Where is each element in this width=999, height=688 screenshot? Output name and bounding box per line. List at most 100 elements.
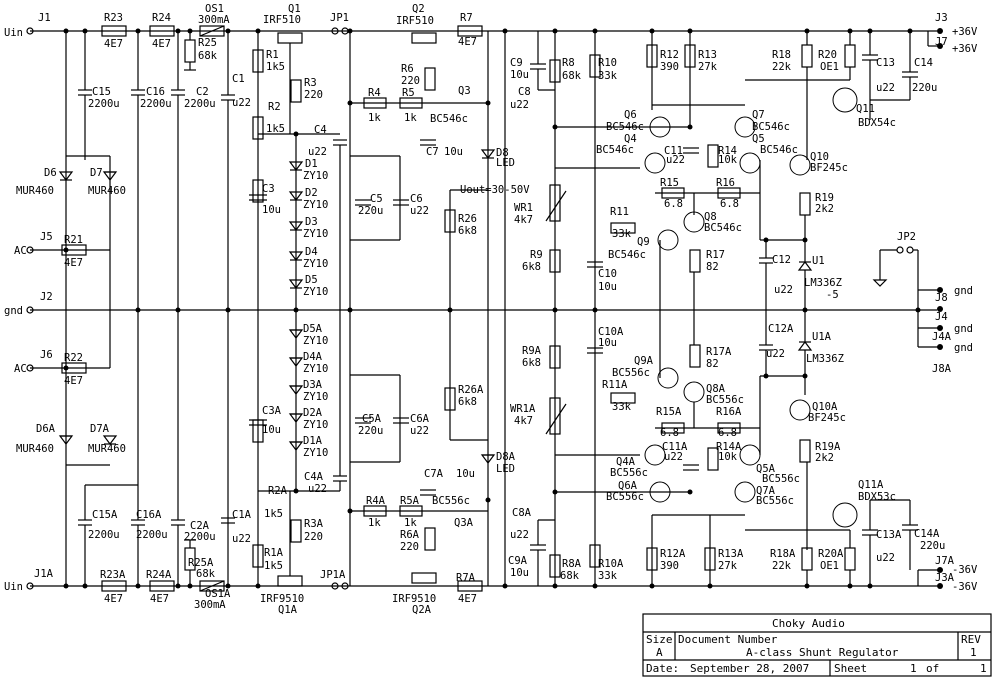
- uout-label: Uout=30-50V: [460, 184, 530, 196]
- c7-value: 10u: [444, 146, 463, 158]
- c15-value: 2200u: [88, 98, 120, 110]
- r13-label: R13: [698, 49, 717, 61]
- u1a-value: LM336Z: [806, 353, 844, 365]
- c12-label: C12: [772, 254, 791, 266]
- c2-value: 2200u: [184, 98, 216, 110]
- r8-value: 68k: [562, 70, 582, 82]
- c3-label: C3: [262, 183, 275, 195]
- q7-label: Q7: [752, 109, 765, 121]
- r20-label: R20: [818, 49, 837, 61]
- q11-label: Q11: [856, 103, 875, 115]
- d6a-value: MUR460: [16, 443, 54, 455]
- d3a-value: ZY10: [303, 391, 328, 403]
- r14a-value: 10k: [718, 451, 738, 463]
- r23-value: 4E7: [104, 38, 123, 50]
- r20a-label: R20A: [818, 548, 844, 560]
- q2-label: Q2: [412, 3, 425, 15]
- r1a-value: 1k5: [264, 560, 283, 572]
- r17a-label: R17A: [706, 346, 732, 358]
- r25a-value: 68k: [196, 568, 216, 580]
- r11a-label: R11A: [602, 379, 628, 391]
- r1a-label: R1A: [264, 547, 284, 559]
- left-terminals: [26, 27, 34, 590]
- r4a-label: R4A: [366, 495, 386, 507]
- q9-label: Q9: [637, 236, 650, 248]
- wr1-value: 4k7: [514, 214, 533, 226]
- q1a-label: Q1A: [278, 604, 298, 616]
- input-filter-top: [65, 25, 235, 586]
- r2a-value: 1k5: [264, 508, 283, 520]
- r6-value: 220: [401, 75, 420, 87]
- q11a-label: Q11A: [858, 479, 884, 491]
- c14-label: C14: [914, 57, 933, 69]
- c6-value: u22: [410, 205, 429, 217]
- c12-value: u22: [774, 284, 793, 296]
- d1a-label: D1A: [303, 435, 323, 447]
- d4-value: ZY10: [303, 258, 328, 270]
- jp2-label: JP2: [897, 231, 916, 243]
- r19a-label: R19A: [815, 441, 841, 453]
- r7-value: 4E7: [458, 36, 477, 48]
- r3-value: 220: [304, 89, 323, 101]
- plus36a-label: +36V: [952, 26, 978, 38]
- r9-value: 6k8: [522, 261, 541, 273]
- r9a-value: 6k8: [522, 357, 541, 369]
- c11-value: u22: [666, 154, 685, 166]
- d1a-value: ZY10: [303, 447, 328, 459]
- r3a-value: 220: [304, 531, 323, 543]
- d2a-label: D2A: [303, 407, 323, 419]
- date-label: Date:: [646, 662, 679, 675]
- q1a-value: IRF9510: [260, 593, 304, 605]
- r16a-label: R16A: [716, 406, 742, 418]
- diff-amp-bottom: [644, 310, 805, 586]
- c4-value: u22: [308, 146, 327, 158]
- r11-label: R11: [610, 206, 629, 218]
- d3-label: D3: [305, 216, 318, 228]
- r11a-value: 33k: [612, 401, 632, 413]
- d5-label: D5: [305, 274, 318, 286]
- c2-label: C2: [196, 86, 209, 98]
- r16a-value: 6.8: [718, 427, 737, 439]
- q9a-label: Q9A: [634, 355, 654, 367]
- q8-value: BC546c: [704, 222, 742, 234]
- r18-value: 22k: [772, 61, 792, 73]
- q5a-label: Q5A: [756, 463, 776, 475]
- r3-label: R3: [304, 77, 317, 89]
- q6a-label: Q6A: [618, 480, 638, 492]
- c10-label: C10: [598, 268, 617, 280]
- c7a-value: 10u: [456, 468, 475, 480]
- r17-value: 82: [706, 261, 719, 273]
- q4a-value: BC556c: [610, 467, 648, 479]
- gnd-left-label: gnd: [4, 305, 23, 317]
- u1-label: U1: [812, 255, 825, 267]
- q10-label: Q10: [810, 151, 829, 163]
- j6-label: J6: [40, 349, 53, 361]
- r7-label: R7: [460, 12, 473, 24]
- c12a-label: C12A: [768, 323, 794, 335]
- c10-value: 10u: [598, 281, 617, 293]
- minus36a-label: -36V: [952, 564, 978, 576]
- r18a-value: 22k: [772, 560, 792, 572]
- r15a-value: 6.8: [660, 427, 679, 439]
- c13a-label: C13A: [876, 529, 902, 541]
- u1-note: -5: [826, 289, 839, 301]
- q4a-label: Q4A: [616, 456, 636, 468]
- r24a-value: 4E7: [150, 593, 169, 605]
- q10a-value: BF245c: [808, 412, 846, 424]
- r23-label: R23: [104, 12, 123, 24]
- c9-value: 10u: [510, 69, 529, 81]
- r14-label: R14: [718, 145, 737, 157]
- c5-label: C5: [370, 193, 383, 205]
- j5-label: J5: [40, 231, 53, 243]
- r26-value: 6k8: [458, 225, 477, 237]
- j3-label: J3: [935, 12, 948, 24]
- r13a-label: R13A: [718, 548, 744, 560]
- c10a-value: 10u: [598, 337, 617, 349]
- c6a-value: u22: [410, 425, 429, 437]
- r17a-value: 82: [706, 358, 719, 370]
- d2-value: ZY10: [303, 199, 328, 211]
- d1-label: D1: [305, 158, 318, 170]
- q8a-label: Q8A: [706, 383, 726, 395]
- r26a-value: 6k8: [458, 396, 477, 408]
